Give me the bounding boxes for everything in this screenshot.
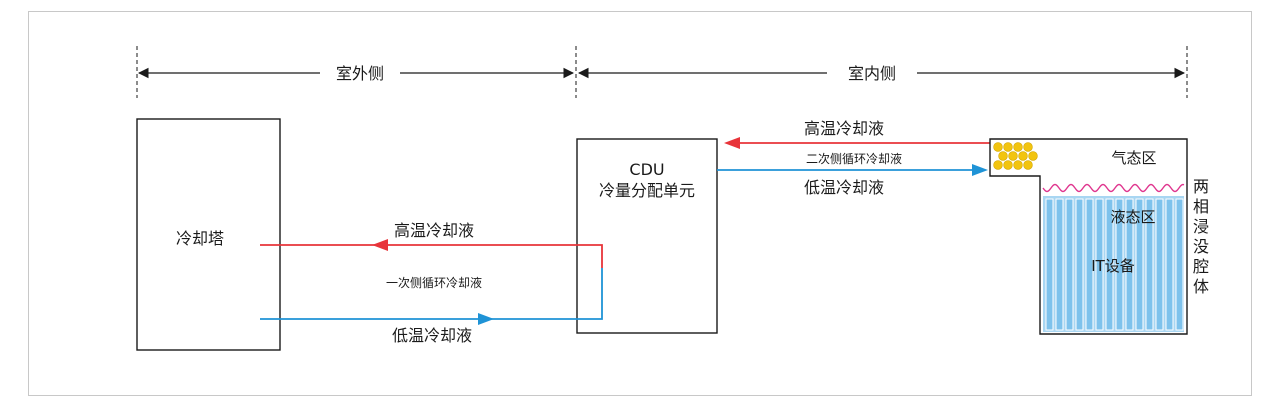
it-blade [1175,198,1184,331]
it-blade [1135,198,1144,331]
vapor-bubble [1023,160,1033,170]
vapor-bubble [1013,142,1023,152]
it-blade [1105,198,1114,331]
primary-cold-arrowhead [478,313,494,325]
secondary-hot-arrowhead [724,137,740,149]
gas-zone-label: 气态区 [1111,149,1156,167]
primary-loop-name: 一次侧循环冷却液 [386,275,482,290]
cooling-tower-box [136,118,281,351]
vapor-bubbles [993,142,1038,170]
it-blade [1065,198,1074,331]
immersion-chamber: 气态区 液态区 IT设备 [989,138,1188,335]
chamber-name-char: 两 [1193,177,1209,196]
secondary-cold-arrowhead [972,164,988,176]
chamber-name-char: 没 [1193,237,1209,256]
primary-hot-line [260,244,603,268]
it-blade [1055,198,1064,331]
primary-cold-label: 低温冷却液 [392,326,472,345]
it-blade [1075,198,1084,331]
vapor-bubble [1008,151,1018,161]
vapor-bubble [1018,151,1028,161]
cdu-box [576,138,718,334]
liquid-surface-wave [1042,183,1185,193]
secondary-cold-label: 低温冷却液 [804,178,884,197]
it-blade [1115,198,1124,331]
it-blade [1165,198,1174,331]
vapor-bubble [998,151,1008,161]
primary-hot-arrowhead [372,239,388,251]
cdu-subtitle: 冷量分配单元 [599,181,695,200]
outer-frame [28,11,1252,396]
it-blade [1145,198,1154,331]
vapor-bubble [1003,160,1013,170]
vapor-bubble [1023,142,1033,152]
chamber-name-char: 浸 [1193,217,1209,236]
it-blade [1085,198,1094,331]
indoor-zone-label: 室内侧 [848,64,896,83]
chamber-name-vertical: 两 相 浸 没 腔 体 [1193,177,1209,296]
outdoor-zone-label: 室外侧 [336,64,384,83]
secondary-hot-label: 高温冷却液 [804,119,884,138]
it-blade [1095,198,1104,331]
primary-hot-label: 高温冷却液 [394,221,474,240]
vapor-bubble [993,160,1003,170]
it-blade [1155,198,1164,331]
it-blade [1125,198,1134,331]
cdu-title: CDU [629,160,664,179]
cooling-tower-label: 冷却塔 [176,229,224,248]
vapor-bubble [1013,160,1023,170]
liquid-zone-label: 液态区 [1110,208,1155,226]
it-blade [1045,198,1054,331]
primary-cold-line [260,268,603,320]
chamber-name-char: 体 [1193,277,1209,296]
it-equipment-blades [1045,198,1184,331]
chamber-name-char: 相 [1193,197,1209,216]
vapor-bubble [1028,151,1038,161]
vapor-bubble [1003,142,1013,152]
vapor-bubble [993,142,1003,152]
chamber-name-char: 腔 [1193,257,1209,276]
secondary-loop-name: 二次侧循环冷却液 [806,151,902,166]
it-equipment-label: IT设备 [1091,257,1135,275]
